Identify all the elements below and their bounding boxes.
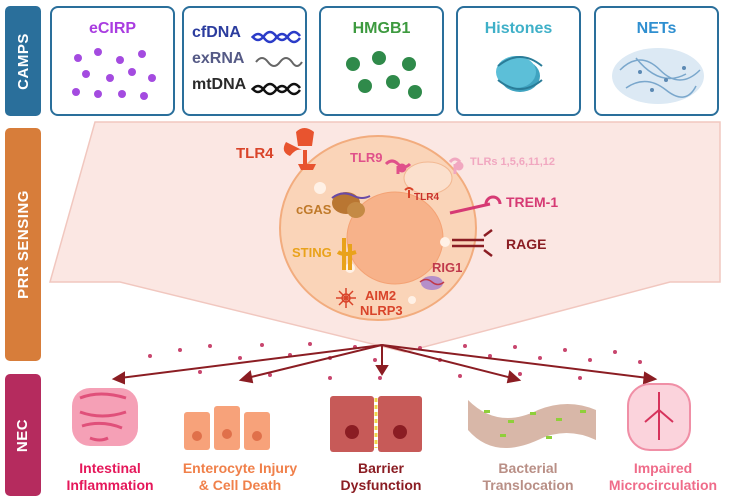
- nlrp3-label: NLRP3: [360, 303, 403, 318]
- aim2-label: AIM2: [365, 288, 397, 303]
- tlr4-label: TLR4: [236, 145, 274, 162]
- outcome-bacterial-translocation: Bacterial Translocation: [458, 460, 598, 494]
- arrows: [111, 344, 658, 385]
- bacteria-icon: [468, 400, 596, 448]
- nucleic-acid-box: cfDNA exRNA mtDNA: [182, 6, 307, 116]
- camps-sidebar: CAMPS: [5, 6, 41, 116]
- ecirp-title: eCIRP: [88, 20, 137, 37]
- outcome-line2: Microcirculation: [608, 477, 718, 493]
- exrna-label: exRNA: [192, 50, 245, 67]
- tlr9-receptor-icon: [384, 159, 412, 174]
- histone-icon: [496, 56, 543, 92]
- tlrs-label: TLRs 1,5,6,11,12: [470, 156, 555, 168]
- outcome-line1: Intestinal: [79, 460, 141, 476]
- endosome: [403, 161, 453, 195]
- tlrs-receptor-icon: [448, 157, 464, 174]
- outcome-line1: Bacterial: [498, 460, 558, 476]
- nets-title: NETs: [636, 20, 677, 37]
- rig1-icon: [419, 276, 445, 290]
- trem1-label: TREM-1: [506, 194, 559, 210]
- cgas-icon: [331, 192, 371, 218]
- outcome-intestinal-inflammation: Intestinal Inflammation: [45, 460, 175, 494]
- hmgb1-spheres-icon: [346, 51, 422, 99]
- sting-label: STING: [292, 245, 332, 260]
- histones-box: Histones: [456, 6, 581, 116]
- intestine-icon: [72, 388, 138, 446]
- histones-title: Histones: [484, 20, 553, 37]
- nets-icon: [612, 48, 704, 104]
- tlr4-inner-label: TLR4: [414, 192, 439, 203]
- outcome-line2: Dysfunction: [340, 477, 422, 493]
- ecirp-box: eCIRP: [50, 6, 175, 116]
- tlr4-receptor-icon: [283, 128, 316, 170]
- inflammasome-icon: [336, 288, 356, 308]
- tlr4-inner-icon: [404, 187, 414, 198]
- barrier-icon: [330, 396, 422, 452]
- trem1-receptor-icon: [449, 195, 502, 215]
- hmgb1-box: HMGB1: [319, 6, 444, 116]
- outcome-line2: & Cell Death: [198, 477, 282, 493]
- outcome-line1: Barrier: [358, 460, 404, 476]
- rage-receptor-icon: [452, 229, 493, 257]
- outcome-line2: Translocation: [482, 477, 574, 493]
- rig1-label: RIG1: [432, 260, 463, 275]
- tlr9-label: TLR9: [350, 150, 383, 165]
- nets-box: NETs: [594, 6, 719, 116]
- outcome-enterocyte-injury: Enterocyte Injury & Cell Death: [165, 460, 315, 494]
- outcome-line1: Impaired: [633, 460, 693, 476]
- hmgb1-title: HMGB1: [352, 20, 411, 37]
- nec-sidebar: NEC: [5, 374, 41, 496]
- mtdna-label: mtDNA: [192, 76, 247, 93]
- rage-label: RAGE: [506, 236, 547, 252]
- enterocyte-icon: [184, 406, 270, 450]
- cfdna-label: cfDNA: [192, 24, 241, 41]
- ecirp-dots-icon: [72, 48, 156, 100]
- outcome-line2: Inflammation: [66, 477, 154, 493]
- prr-sidebar: PRR SENSING: [5, 128, 41, 361]
- sting-icon: [336, 238, 357, 270]
- cgas-label: cGAS: [296, 202, 332, 217]
- helix-icons: [251, 30, 303, 96]
- outcome-barrier-dysfunction: Barrier Dysfunction: [316, 460, 446, 494]
- outcome-impaired-microcirculation: Impaired Microcirculation: [598, 460, 728, 494]
- outcome-line1: Enterocyte Injury: [182, 460, 298, 476]
- microcirculation-icon: [627, 383, 691, 451]
